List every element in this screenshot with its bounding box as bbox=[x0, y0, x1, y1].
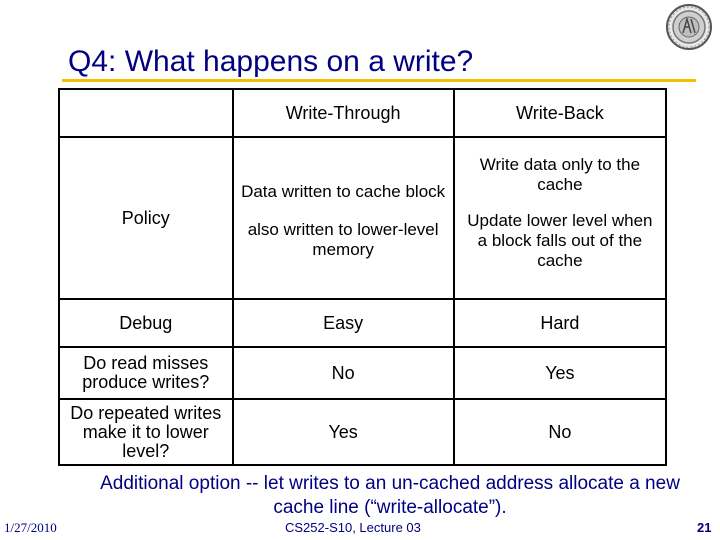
debug-write-back: Hard bbox=[452, 298, 668, 348]
university-seal-icon bbox=[666, 4, 712, 50]
header-write-through: Write-Through bbox=[231, 88, 455, 138]
row-label-policy: Policy bbox=[58, 136, 234, 300]
row-label-read-misses: Do read misses produce writes? bbox=[58, 346, 234, 400]
footer-date: 1/27/2010 bbox=[4, 520, 57, 535]
table-row-policy: Policy Data written to cache block also … bbox=[58, 136, 668, 300]
read-misses-write-through: No bbox=[231, 346, 455, 400]
policy-write-back-line1: Write data only to the cache bbox=[479, 155, 641, 194]
table-row-repeated-writes: Do repeated writes make it to lower leve… bbox=[58, 398, 668, 466]
policy-write-back-cell: Write data only to the cache Update lowe… bbox=[452, 136, 668, 300]
policy-write-through-cell: Data written to cache block also written… bbox=[231, 136, 455, 300]
read-misses-write-back: Yes bbox=[452, 346, 668, 400]
policy-write-through-line2: also written to lower-level memory bbox=[247, 220, 439, 259]
repeated-writes-write-through: Yes bbox=[231, 398, 455, 466]
table-row-read-misses: Do read misses produce writes? No Yes bbox=[58, 346, 668, 400]
debug-write-through: Easy bbox=[231, 298, 455, 348]
write-policy-table: Write-Through Write-Back Policy Data wri… bbox=[58, 88, 668, 466]
row-label-debug: Debug bbox=[58, 298, 234, 348]
title-underline bbox=[62, 79, 696, 82]
repeated-writes-write-back: No bbox=[452, 398, 668, 466]
table-row-debug: Debug Easy Hard bbox=[58, 298, 668, 348]
table-header-row: Write-Through Write-Back bbox=[58, 88, 668, 138]
header-corner-cell bbox=[58, 88, 234, 138]
policy-write-back-line2: Update lower level when a block falls ou… bbox=[467, 211, 653, 270]
row-label-repeated-writes: Do repeated writes make it to lower leve… bbox=[58, 398, 234, 466]
footer-page-number: 21 bbox=[697, 520, 712, 535]
footer-course: CS252-S10, Lecture 03 bbox=[285, 520, 421, 535]
policy-write-through-line1: Data written to cache block bbox=[241, 182, 446, 201]
slide-title: Q4: What happens on a write? bbox=[68, 45, 474, 78]
header-write-back: Write-Back bbox=[452, 88, 668, 138]
additional-option-note: Additional option -- let writes to an un… bbox=[100, 473, 680, 518]
